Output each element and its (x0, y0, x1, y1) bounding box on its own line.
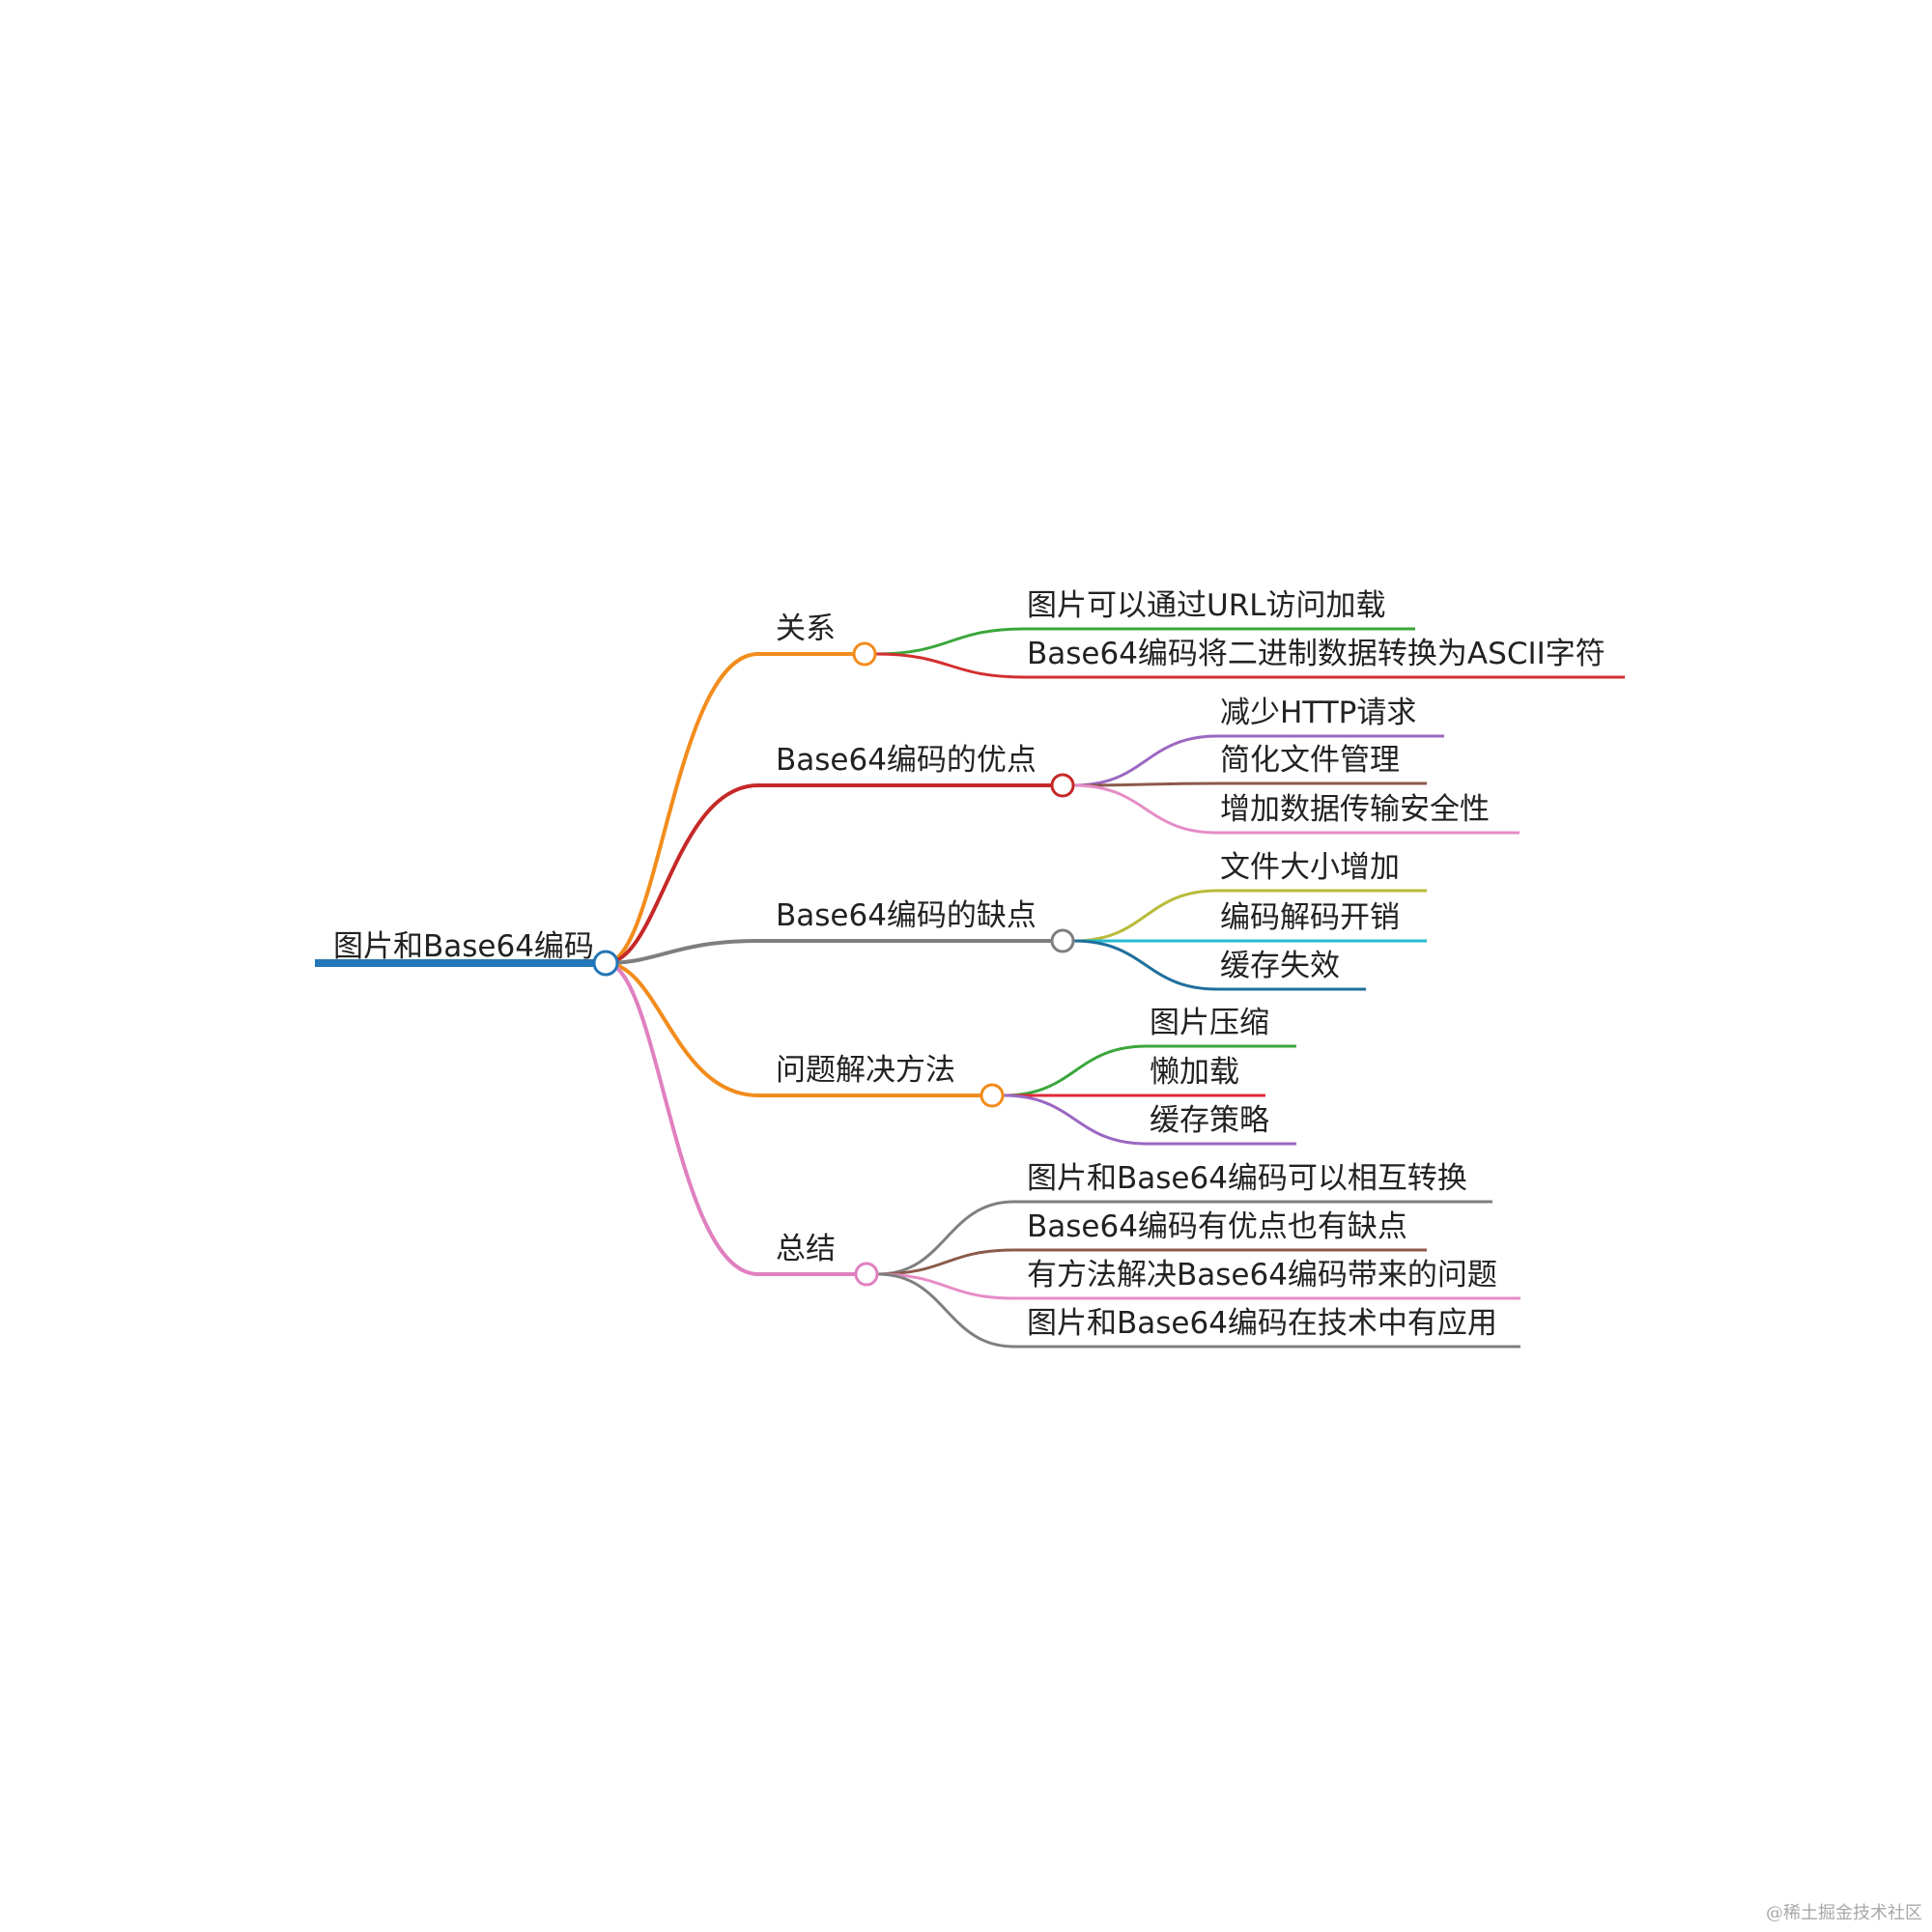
edge-root-to-branch-3 (605, 961, 759, 1097)
edge-root-to-branch-0 (605, 652, 759, 965)
root-node-label: 图片和Base64编码 (333, 929, 594, 964)
leaf-label-1-2: 增加数据传输安全性 (1220, 792, 1490, 827)
edge-branch-2-leaf-2 (1073, 939, 1218, 991)
watermark: @稀土掘金技术社区 (1766, 1903, 1922, 1923)
leaf-label-4-0: 图片和Base64编码可以相互转换 (1027, 1161, 1467, 1196)
leaf-label-0-0: 图片可以通过URL访问加载 (1027, 588, 1386, 623)
mindmap-nodes (592, 641, 1075, 1287)
edge-branch-1-leaf-2 (1073, 783, 1218, 835)
root-node-circle[interactable] (592, 950, 619, 977)
leaf-label-0-1: Base64编码将二进制数据转换为ASCII字符 (1027, 637, 1605, 671)
leaf-label-2-1: 编码解码开销 (1220, 900, 1400, 935)
edge-branch-4-leaf-1 (877, 1248, 1015, 1276)
edge-root-to-branch-1 (605, 783, 759, 965)
branch-node-circle-0[interactable] (852, 641, 877, 667)
edge-branch-0-leaf-1 (875, 652, 1025, 679)
leaf-label-1-0: 减少HTTP请求 (1220, 696, 1416, 730)
edge-branch-4-leaf-2 (877, 1272, 1015, 1300)
branch-label-1: Base64编码的优点 (776, 743, 1037, 778)
branch-label-4: 总结 (776, 1232, 836, 1266)
branch-label-2: Base64编码的缺点 (776, 898, 1037, 933)
branch-node-circle-2[interactable] (1050, 928, 1075, 953)
leaf-label-3-0: 图片压缩 (1150, 1006, 1269, 1040)
branch-node-circle-4[interactable] (854, 1262, 879, 1287)
mindmap-edges (605, 627, 1218, 1349)
edge-branch-0-leaf-0 (875, 627, 1025, 656)
branch-label-3: 问题解决方法 (776, 1053, 955, 1088)
mindmap-labels: 图片和Base64编码 关系 图片可以通过URL访问加载 Base64编码将二进制数据… (333, 588, 1605, 1341)
leaf-label-2-0: 文件大小增加 (1220, 850, 1400, 885)
leaf-label-2-2: 缓存失效 (1220, 949, 1340, 983)
mindmap-underlines (315, 627, 1625, 1349)
edge-branch-4-leaf-0 (877, 1200, 1015, 1276)
edge-branch-1-leaf-1 (1073, 781, 1218, 787)
branch-node-circle-3[interactable] (980, 1083, 1005, 1108)
leaf-label-4-2: 有方法解决Base64编码带来的问题 (1027, 1258, 1497, 1293)
branch-label-0: 关系 (776, 611, 836, 646)
edge-root-to-branch-2 (605, 939, 759, 965)
leaf-label-4-1: Base64编码有优点也有缺点 (1027, 1209, 1407, 1244)
leaf-label-3-1: 懒加载 (1150, 1055, 1239, 1090)
branch-node-circle-1[interactable] (1050, 773, 1075, 798)
edge-root-to-branch-4 (605, 961, 759, 1276)
leaf-label-4-3: 图片和Base64编码在技术中有应用 (1027, 1306, 1497, 1341)
edge-branch-2-leaf-0 (1073, 889, 1218, 943)
edge-branch-1-leaf-0 (1073, 734, 1218, 787)
edge-branch-4-leaf-3 (877, 1272, 1015, 1349)
edge-branch-3-leaf-0 (1003, 1044, 1148, 1097)
leaf-label-1-1: 简化文件管理 (1220, 743, 1400, 778)
edge-branch-3-leaf-2 (1003, 1094, 1148, 1146)
leaf-label-3-2: 缓存策略 (1150, 1103, 1269, 1138)
